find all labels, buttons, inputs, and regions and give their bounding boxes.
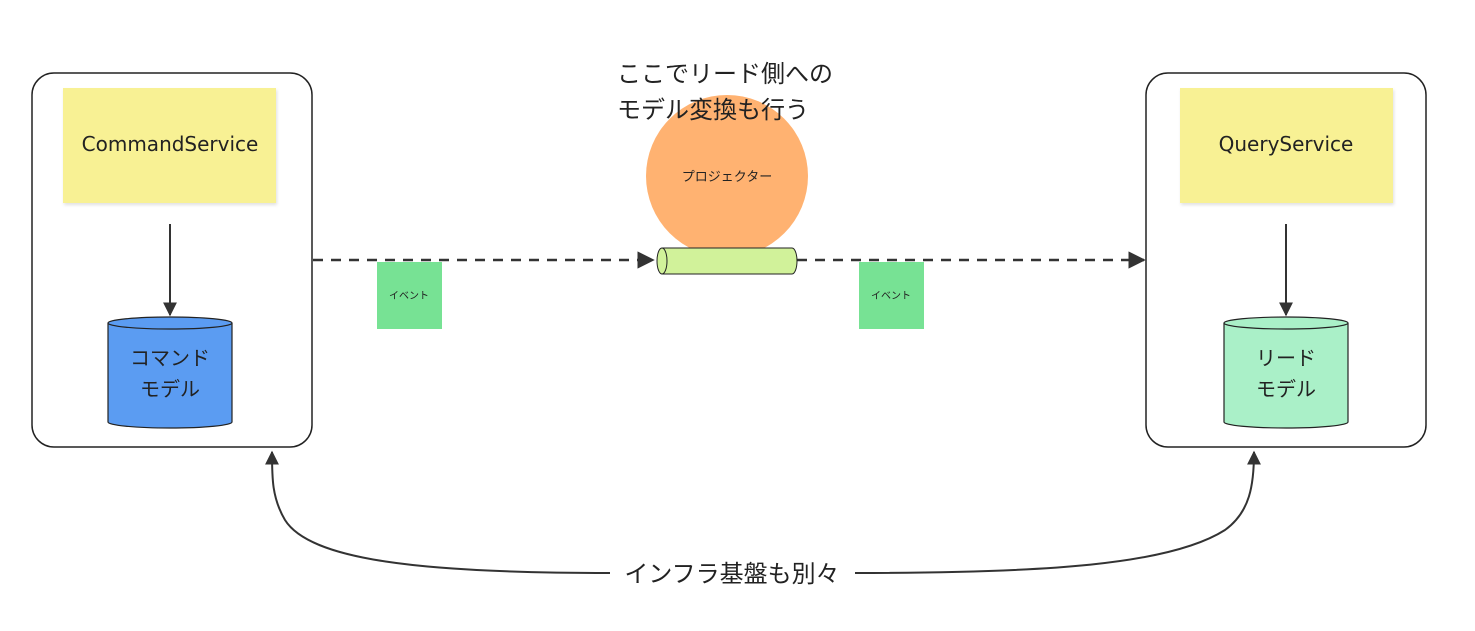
event-bus-pipe[interactable] xyxy=(656,247,798,275)
event-note-left-label: イベント xyxy=(389,290,429,302)
read-model-label-line1: リード xyxy=(1256,346,1316,370)
command-model-label-line1: コマンド xyxy=(130,346,210,370)
command-service-sticky[interactable] xyxy=(63,88,276,203)
read-model-database[interactable] xyxy=(1223,316,1349,429)
projector-label: プロジェクター xyxy=(682,170,772,185)
event-note-left[interactable] xyxy=(377,262,442,329)
command-model-label-line2: モデル xyxy=(140,377,200,401)
infrastructure-note: インフラ基盤も別々 xyxy=(624,560,839,588)
query-side-group[interactable]: QueryService リード モデル xyxy=(1145,72,1427,448)
infrastructure-curve-left[interactable] xyxy=(265,450,611,574)
projector-note-line1: ここでリード側への xyxy=(617,60,833,88)
projector-circle[interactable] xyxy=(646,95,808,257)
command-model-database[interactable] xyxy=(107,316,233,429)
infrastructure-curve-right[interactable] xyxy=(854,450,1261,574)
command-side-group[interactable]: CommandService コマンド モデル xyxy=(31,72,313,448)
event-note-right-label: イベント xyxy=(871,290,911,302)
event-note-right[interactable] xyxy=(859,262,924,329)
command-service-label: CommandService xyxy=(82,132,259,156)
query-service-sticky[interactable] xyxy=(1180,88,1393,203)
projector-note-line2: モデル変換も行う xyxy=(617,96,809,124)
query-service-label: QueryService xyxy=(1219,132,1354,156)
read-model-label-line2: モデル xyxy=(1256,377,1316,401)
